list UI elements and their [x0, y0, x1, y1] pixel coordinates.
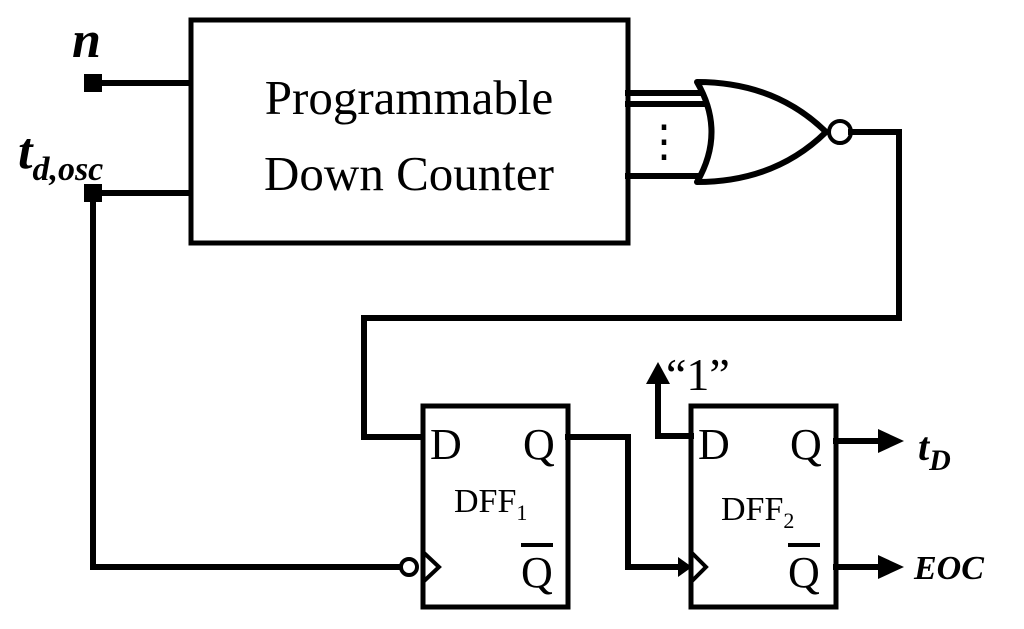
td-output-arrowhead — [878, 429, 904, 453]
input-td-osc-sub: d,osc — [32, 151, 103, 188]
dff2-d-label: D — [698, 420, 730, 469]
constant-one-arrowhead — [646, 362, 670, 384]
dff1-name-sub: 1 — [516, 500, 527, 525]
input-n-label: n — [72, 12, 101, 69]
programmable-down-counter — [188, 17, 631, 246]
eoc-output-arrowhead — [878, 555, 904, 579]
dff2-qbar-label: Q — [788, 548, 820, 597]
counter-label-line1: Programmable — [265, 70, 553, 125]
dff2-name-main: DFF — [721, 491, 783, 528]
nor-gate-bubble — [827, 119, 853, 145]
constant-one-label: “1” — [666, 349, 730, 400]
nor-gate — [694, 79, 829, 185]
output-eoc-label: EOC — [913, 550, 984, 587]
dff2-clk-arrowhead — [678, 557, 692, 577]
counter-label-line2: Down Counter — [264, 146, 554, 201]
dff1-name: DFF1 — [454, 483, 527, 525]
dff2-name: DFF2 — [721, 491, 794, 533]
input-td-osc-main: t — [18, 123, 34, 180]
dff2-q-label: Q — [790, 420, 822, 469]
dff1-qbar-label: Q — [521, 548, 553, 597]
dff1-d-label: D — [430, 420, 462, 469]
wire-dff1-q-to-dff2-clk — [565, 434, 683, 570]
dff2-name-sub: 2 — [783, 508, 794, 533]
dff2-clock-triangle — [689, 550, 709, 584]
dff1-q-label: Q — [523, 420, 555, 469]
wire-nor-to-dff1-d — [361, 129, 902, 440]
input-td-osc-label: td,osc — [18, 123, 103, 188]
input-pin-td-osc — [84, 184, 102, 202]
dff1-name-main: DFF — [454, 483, 516, 520]
bus-ellipsis: ⋮ — [642, 117, 686, 166]
output-td-main: t — [918, 424, 931, 469]
wire-dff2-d-constant — [655, 379, 694, 439]
dff1-clock-triangle — [421, 550, 442, 584]
output-td-sub: D — [928, 444, 951, 477]
output-td-label: tD — [918, 424, 951, 477]
dff2-box — [688, 403, 839, 610]
wire-tdosc-to-dff1-clk — [90, 199, 402, 570]
dff1-clock-bubble — [399, 557, 419, 577]
dff1-box — [420, 403, 571, 610]
input-pin-n — [84, 74, 102, 92]
